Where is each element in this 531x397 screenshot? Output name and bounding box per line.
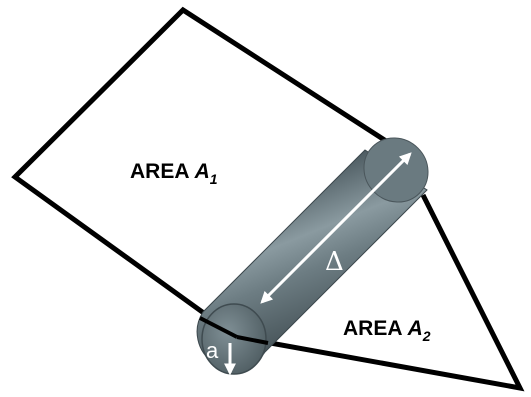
area2-label-symbol: A xyxy=(407,317,423,340)
area1-label-prefix: AREA xyxy=(130,160,195,183)
area2-label-subscript: 2 xyxy=(422,328,431,344)
area1-label-subscript: 1 xyxy=(210,171,218,187)
area2-outline xyxy=(236,193,525,392)
delta-arrow xyxy=(260,152,412,304)
area1-label-symbol: A xyxy=(194,160,210,183)
area2-label-prefix: AREA xyxy=(343,317,408,340)
area2-label: AREA A2 xyxy=(343,317,431,344)
delta-label: Δ xyxy=(325,247,344,277)
area2-bottom-edge xyxy=(236,335,269,345)
area1-outline xyxy=(11,6,402,340)
radius-label: a xyxy=(206,338,219,363)
area1-label: AREA A1 xyxy=(130,160,218,187)
cap-radius-line xyxy=(199,316,238,339)
